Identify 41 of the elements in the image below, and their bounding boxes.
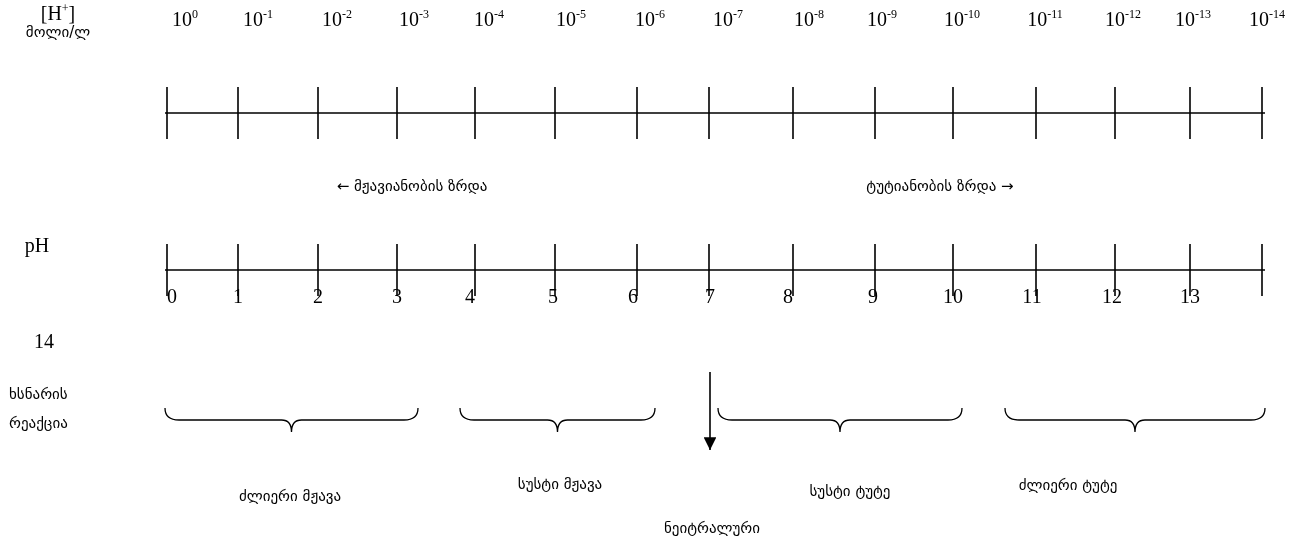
direction-note: ტუტიანობის ზრდა → [866,178,1014,196]
tick-label: 8 [783,285,793,308]
category-label: სუსტი მჟავა [517,476,603,494]
tick-label: 1 [233,285,243,308]
tick-label: 10$^{-4}$ [474,8,504,32]
tick-label: 10$^{-7}$ [713,8,743,32]
tick-label: 7 [705,285,715,308]
tick-label: 3 [392,285,402,308]
category-label: სუსტი ტუტე [809,483,891,501]
axis-label: [H$^{+}$] [40,2,76,25]
category-label: ძლიერი ტუტე [1018,477,1118,495]
tick-label: 2 [313,285,323,308]
tick-label: 10$^{0}$ [172,8,198,32]
tick-label: 10$^{-5}$ [556,8,586,32]
tick-label: 11 [1022,285,1042,308]
tick-label: 10$^{-8}$ [794,8,824,32]
tick-label: 10$^{-2}$ [322,8,352,32]
tick-label: 6 [628,285,638,308]
axis-label: pH [24,234,50,257]
tick-label: 10$^{-10}$ [944,8,980,32]
category-label: ნეიტრალური [663,520,761,538]
tick-label: 0 [167,285,177,308]
tick-label: 10$^{-13}$ [1175,8,1211,32]
tick-label: 10$^{-11}$ [1027,8,1063,32]
tick-label: 9 [868,285,878,308]
tick-label: 10 [943,285,963,308]
tick-label: 13 [1180,285,1200,308]
unit-label: მოლი/ლ [25,24,91,42]
category-label: ძლიერი მჟავა [238,488,342,506]
direction-note: ← მჟავიანობის ზრდა [336,178,488,196]
tick-label: 14 [34,330,54,353]
tick-label: 10$^{-1}$ [243,8,273,32]
tick-label: 10$^{-12}$ [1105,8,1141,32]
tick-label: 10$^{-6}$ [635,8,665,32]
tick-label: 12 [1102,285,1122,308]
tick-label: 5 [548,285,558,308]
tick-label: 10$^{-14}$ [1249,8,1285,32]
tick-label: 10$^{-3}$ [399,8,429,32]
tick-label: 10$^{-9}$ [867,8,897,32]
row-label: ხსნარის რეაქცია [9,384,69,434]
tick-label: 4 [465,285,475,308]
